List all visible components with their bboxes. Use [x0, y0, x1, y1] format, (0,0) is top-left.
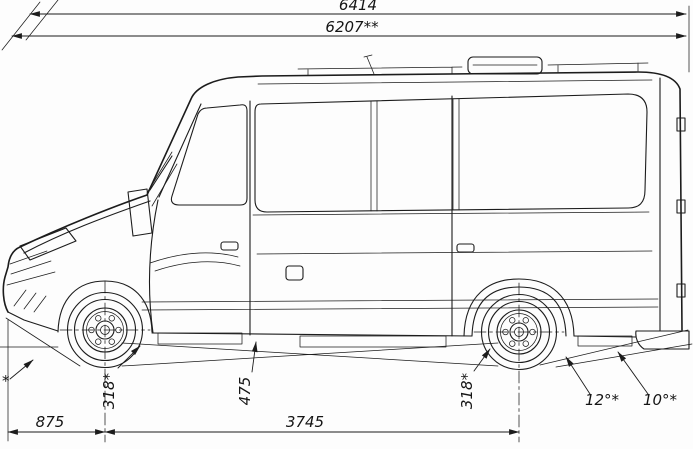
window-pillar-1 — [370, 100, 378, 212]
wiper — [149, 155, 173, 191]
roof-antenna — [363, 54, 375, 75]
running-board-step — [299, 335, 447, 348]
dimension-lines — [1, 0, 690, 442]
roof-equipment — [257, 54, 653, 85]
underbody-box-front — [157, 332, 243, 345]
dim-label-overall-length: 6414 — [339, 0, 377, 14]
windshield-inner-edge — [158, 103, 202, 198]
underbody-box-rear — [577, 335, 633, 347]
window-sill-line — [252, 211, 650, 216]
decal-swoosh — [149, 252, 241, 272]
dim-label-body-length: 6207** — [325, 18, 379, 36]
hood-crease — [23, 200, 151, 254]
extension-line-left-slant-2 — [25, 0, 59, 41]
dim-label-clearance-mid: 475 — [236, 377, 254, 406]
dim-label-clearance-rear: 318* — [458, 372, 476, 409]
approach-angle-line — [5, 317, 81, 367]
bumper-crease — [6, 271, 56, 286]
dim-label-angle-2: 10°* — [643, 391, 678, 409]
leader-clearance-front — [117, 345, 141, 369]
front-wheel-lugs — [88, 315, 122, 345]
dim-label-clearance-front: 318* — [100, 372, 118, 409]
body-crease-lower — [141, 306, 659, 311]
underbody-equipment — [157, 332, 633, 348]
rear-hinge-top — [676, 117, 686, 132]
leader-clearance-mid — [251, 341, 258, 373]
sliding-door-handle — [456, 243, 475, 253]
rear-hinge-bottom — [676, 283, 686, 298]
roof-rail-front — [297, 66, 463, 76]
fuel-filler-cap — [285, 265, 304, 281]
dim-label-angle-1: 12°* — [585, 391, 620, 409]
departure-angle-line-1 — [539, 329, 689, 366]
grille-line-2 — [10, 260, 52, 275]
bumper-hatch-lines — [13, 289, 47, 313]
extension-line-left-slant-1 — [1, 1, 41, 51]
dim-label-front-overhang: 875 — [36, 413, 65, 431]
roof-rail-rear — [547, 62, 649, 73]
axle-centerlines — [104, 280, 520, 443]
leader-footnote — [9, 359, 34, 380]
mirror-arm — [146, 151, 178, 207]
headlight — [19, 227, 77, 261]
rocker-panel — [151, 332, 473, 337]
window-pillar-2 — [452, 98, 460, 211]
leader-angle-1 — [565, 356, 591, 395]
grille-line-1 — [9, 250, 48, 265]
van-body — [2, 71, 690, 350]
dim-label-footnote: * — [2, 372, 10, 390]
leader-clearance-rear — [473, 348, 491, 372]
window-band — [254, 93, 648, 213]
rear-wheel-arch-flare — [463, 278, 575, 337]
van-silhouette — [2, 71, 683, 331]
roof-vent-unit — [467, 56, 543, 75]
dim-label-wheelbase: 3745 — [286, 413, 324, 431]
sliding-door-track — [256, 250, 653, 255]
leader-angle-2 — [617, 351, 649, 395]
rear-hinge-mid — [676, 199, 686, 214]
departure-angle-line-2 — [555, 343, 693, 368]
front-bumper-bottom — [7, 311, 59, 332]
dimension-labels: 6414 6207** 875 3745 318* 475 318* 12°* … — [2, 0, 678, 431]
rear-bumper — [635, 330, 690, 350]
ramp-tangent-line-2 — [121, 342, 499, 367]
side-mirror — [127, 188, 153, 237]
cab-door-window — [170, 104, 248, 206]
cab-door-handle — [220, 241, 239, 251]
roof-inner-line — [257, 79, 653, 85]
cab-door-front-seam — [149, 199, 159, 334]
body-crease-upper — [141, 298, 659, 303]
